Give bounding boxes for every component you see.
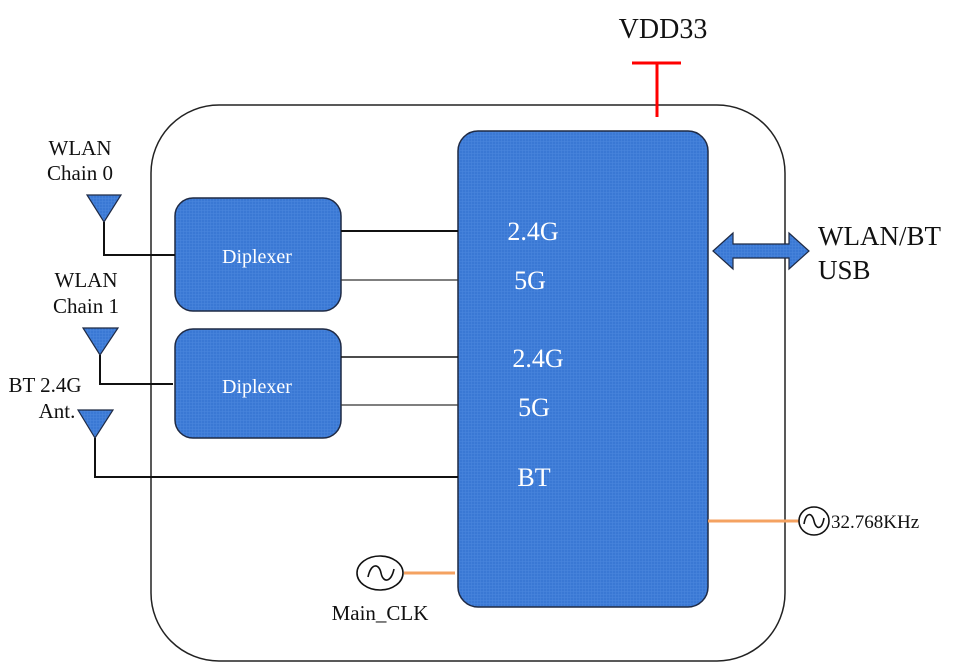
wlan-bt-chip: [457, 130, 709, 608]
usb-double-arrow-icon: [712, 231, 810, 271]
line-antenna0-diplexer1: [103, 222, 175, 256]
antenna-icon: [81, 327, 120, 357]
chip-port-5g-a: 5G: [514, 266, 546, 295]
diplexer-2: [174, 328, 342, 439]
interface-label-2: USB: [818, 255, 871, 285]
rtc-clock-label: 32.768KHz: [831, 512, 919, 533]
chip-port-2g4-a: 2.4G: [507, 217, 558, 246]
antenna-wlan-chain1-label-2: Chain 1: [53, 294, 119, 318]
oscillator-icon: [798, 506, 830, 536]
antenna-wlan-chain0-label-1: WLAN: [49, 136, 112, 160]
antenna-bt-label-1: BT 2.4G: [8, 373, 81, 397]
antenna-bt-label-2: Ant.: [39, 399, 76, 423]
antenna-icon: [85, 194, 123, 224]
diplexer-1-label: Diplexer: [222, 246, 292, 268]
antenna-wlan-chain1-label-1: WLAN: [55, 268, 118, 292]
main-clock-label: Main_CLK: [332, 601, 429, 625]
diplexer-2-label: Diplexer: [222, 376, 292, 398]
line-bt-antenna-chip: [94, 438, 458, 478]
line-antenna1-diplexer2: [99, 355, 173, 385]
antenna-wlan-chain0-label-2: Chain 0: [47, 161, 113, 185]
antenna-icon: [76, 409, 115, 440]
power-symbol-icon: [632, 61, 681, 117]
vdd33-label: VDD33: [619, 14, 708, 45]
interface-label-1: WLAN/BT: [818, 221, 941, 251]
chip-port-bt: BT: [517, 463, 550, 492]
chip-port-2g4-b: 2.4G: [512, 344, 563, 373]
chip-port-5g-b: 5G: [518, 393, 550, 422]
oscillator-icon: [356, 555, 404, 591]
